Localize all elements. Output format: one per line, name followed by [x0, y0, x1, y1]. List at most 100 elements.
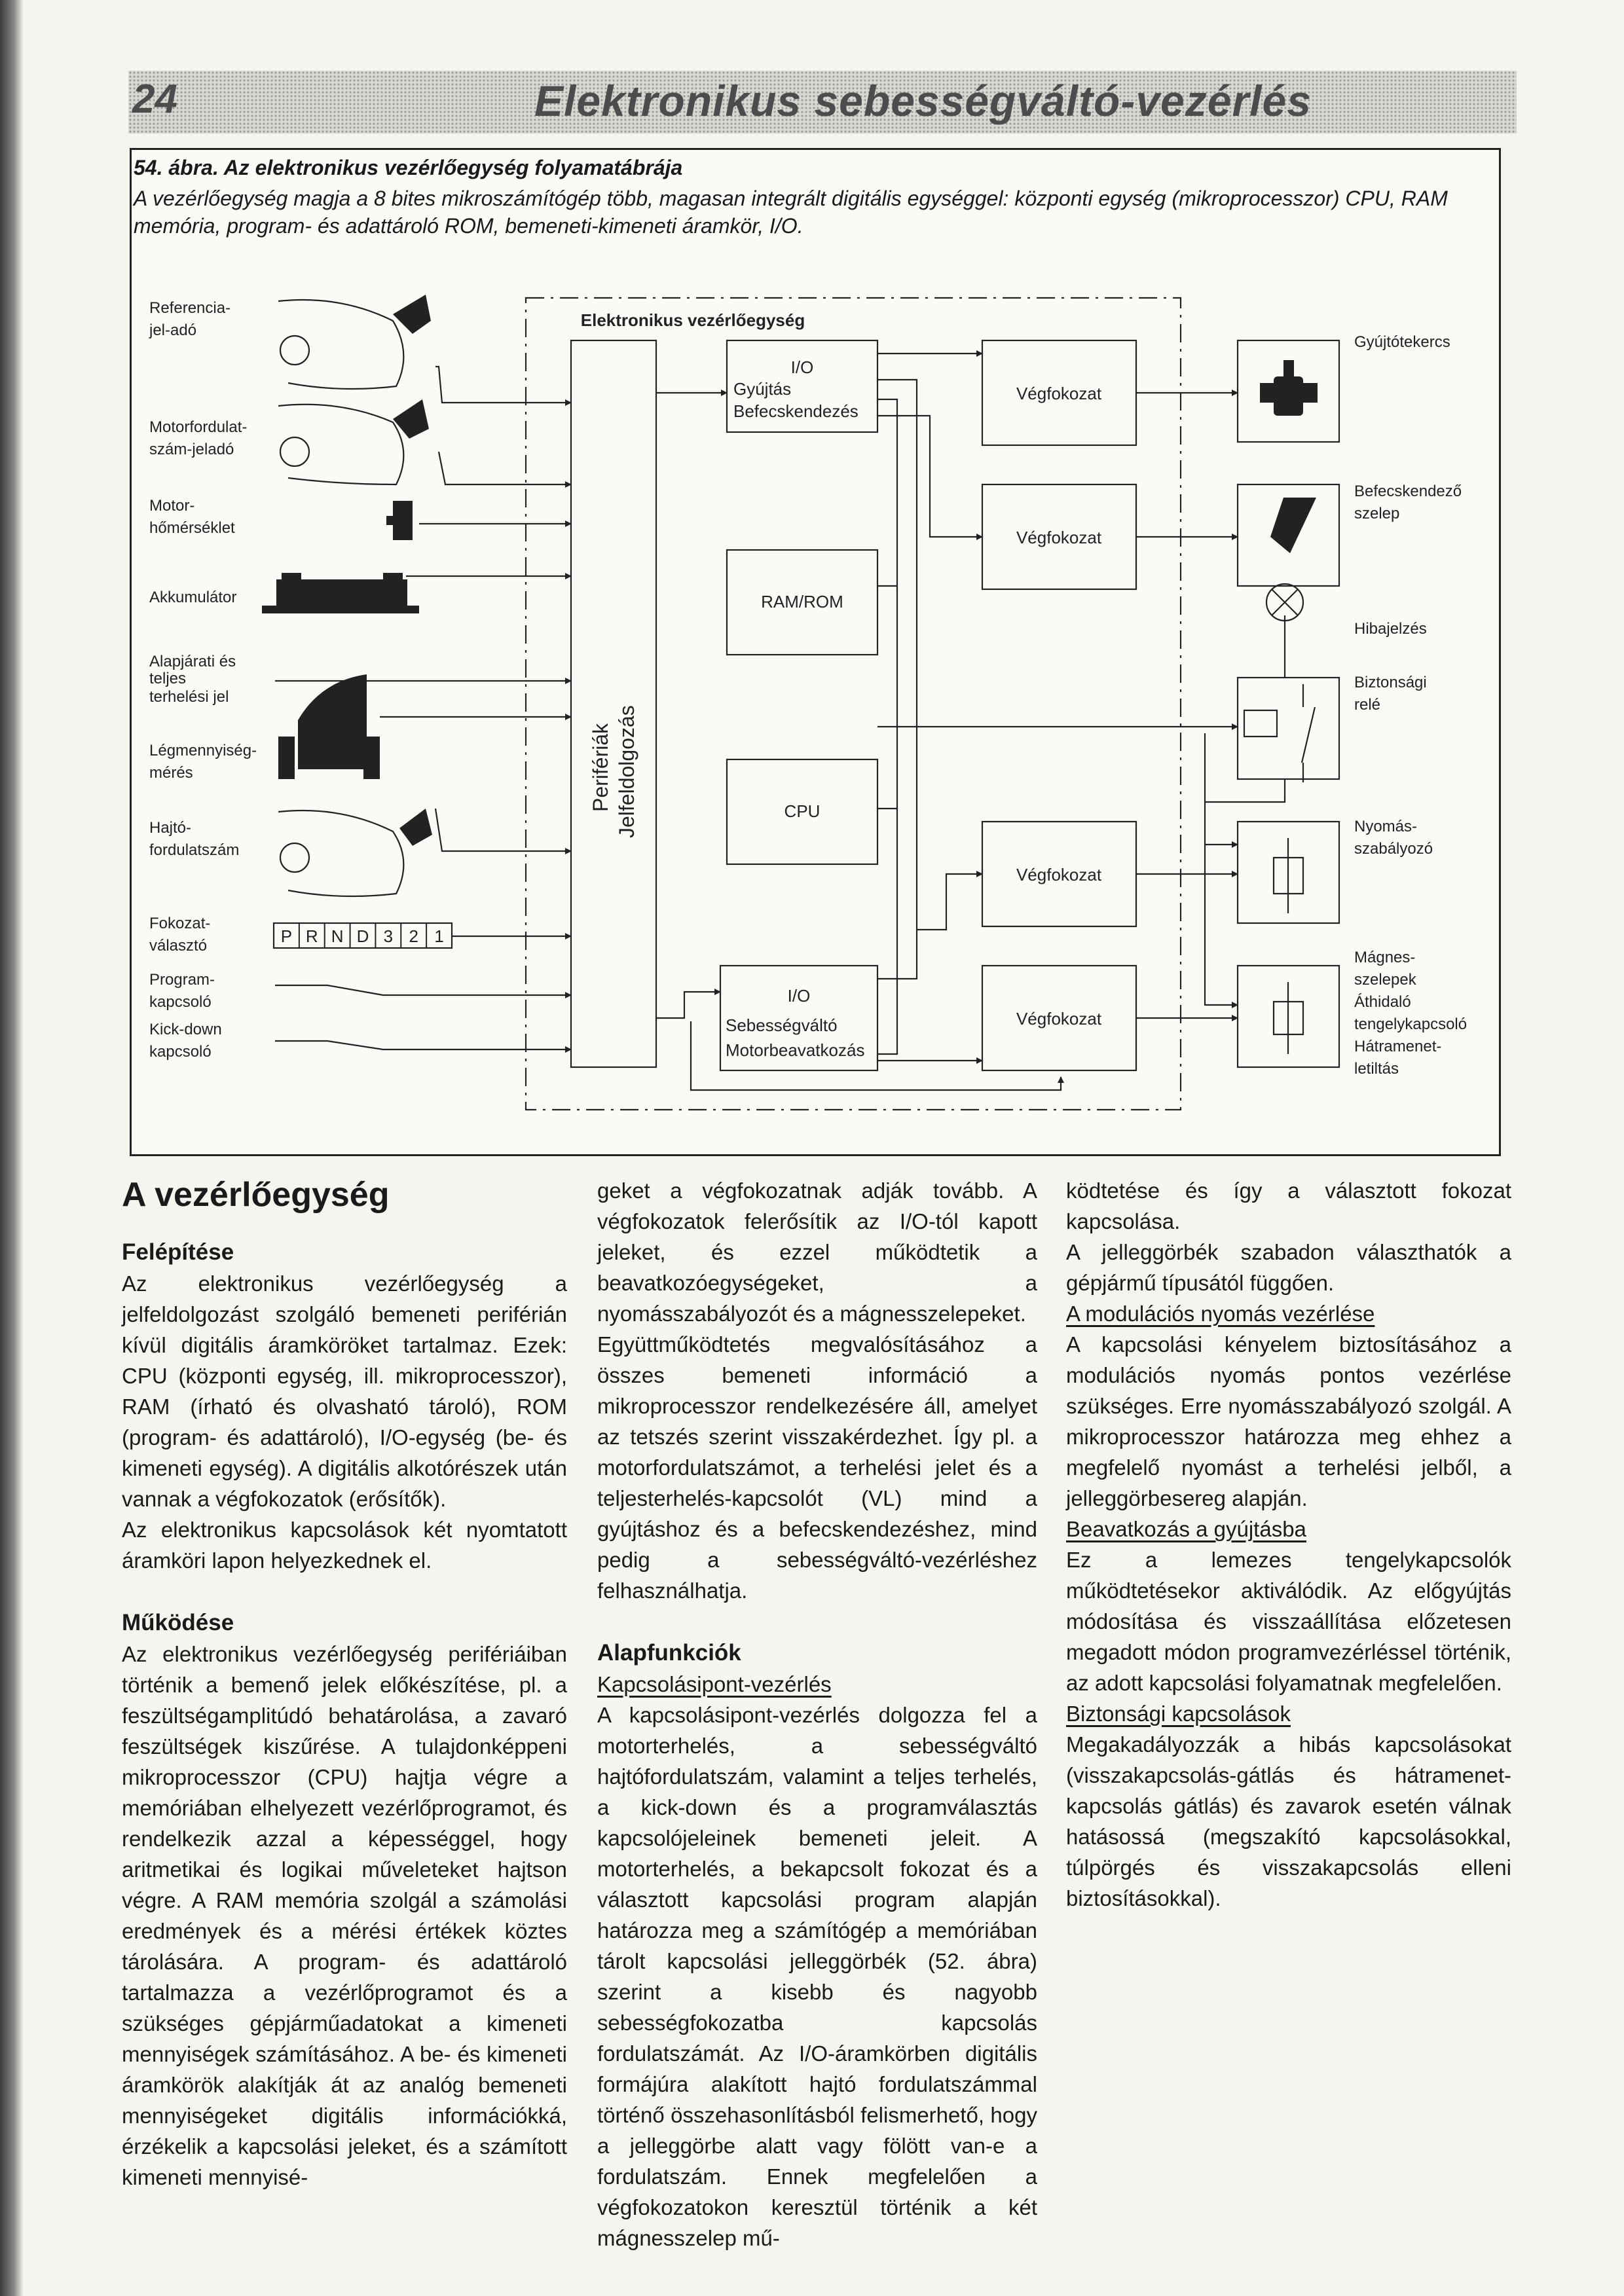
input-sel-2: választó [149, 937, 207, 955]
ecu-title: Elektronikus vezérlőegység [581, 310, 805, 330]
page-edge-shadow [0, 0, 24, 2296]
output-mag-2: szelepek [1354, 971, 1417, 989]
input-temp-1: Motor- [149, 497, 194, 515]
paragraph: Együttműködtetés megvalósításához a össz… [597, 1332, 1037, 1603]
paragraph: geket a végfokozatnak adják tovább. A vé… [597, 1178, 1037, 1326]
gear-position-N: N [331, 926, 344, 946]
output-relay-1: Biztonsági [1354, 674, 1427, 691]
peripheral-block [570, 339, 657, 1068]
io-top-block [726, 339, 879, 433]
stage-label-3: Végfokozat [1016, 865, 1102, 884]
subsection-title: Biztonsági kapcsolások [1066, 1702, 1291, 1726]
cpu-label: CPU [784, 801, 821, 821]
running-title: Elektronikus sebességváltó-vezérlés [534, 77, 1312, 125]
input-idle-1: Alapjárati és [149, 653, 236, 670]
input-kick-2: kapcsoló [149, 1043, 212, 1061]
section-heading: A vezérlőegység [122, 1176, 390, 1214]
output-mag-4: tengelykapcsoló [1354, 1015, 1467, 1033]
relay-box [1236, 676, 1340, 780]
subsection-title: A modulációs nyomás vezérlése [1066, 1302, 1375, 1326]
input-gear-2: fordulatszám [149, 841, 239, 859]
input-air-2: mérés [149, 764, 193, 782]
output-mag-5: Hátramenet- [1354, 1038, 1441, 1055]
gear-selector-strip [272, 922, 453, 949]
running-header: 24 Elektronikus sebességváltó-vezérlés [128, 71, 1517, 134]
paragraph: Az elektronikus vezérlőegység perifériái… [122, 1642, 567, 2189]
io-top-label-1: I/O [791, 357, 814, 377]
output-fault: Hibajelzés [1354, 620, 1427, 638]
ignition-coil-glyph [1274, 376, 1303, 416]
ecu-block-diagram: Elektronikus vezérlőegység I/O Gyújtás B… [149, 291, 1467, 1111]
ramrom-label: RAM/ROM [761, 592, 843, 611]
output-mag-6: letiltás [1354, 1060, 1399, 1078]
signal-processing-label: Jelfeldolgozás [615, 705, 638, 838]
gear-position-3: 3 [384, 926, 393, 946]
paragraph: ködtetése és így a választott fokozat ka… [1066, 1178, 1511, 1233]
paragraph: A kapcsolásipont-vezérlés dolgozza fel a… [597, 1703, 1037, 2250]
temp-sensor [393, 501, 413, 540]
figure-frame [130, 148, 1501, 1156]
subheading-alapfunkciok: Alapfunkciók [597, 1640, 741, 1666]
battery-body [276, 579, 407, 606]
input-idle-3: terhelési jel [149, 688, 229, 706]
input-prog-1: Program- [149, 971, 215, 989]
io-bottom-label-3: Motorbeavatkozás [726, 1040, 864, 1060]
io-bottom-block [719, 964, 879, 1072]
page-number: 24 [132, 77, 177, 122]
output-injector-2: szelep [1354, 505, 1399, 522]
figure-title: 54. ábra. Az elektronikus vezérlőegység … [134, 156, 683, 179]
output-mag-3: Áthidaló [1354, 993, 1411, 1011]
input-battery: Akkumulátor [149, 589, 236, 606]
stage-label-2: Végfokozat [1016, 528, 1102, 547]
input-prog-2: kapcsoló [149, 993, 212, 1011]
stage-label-1: Végfokozat [1016, 384, 1102, 403]
io-top-label-3: Befecskendezés [733, 401, 858, 421]
stage-label-4: Végfokozat [1016, 1009, 1102, 1029]
input-mot-2: szám-jeladó [149, 441, 234, 458]
gear-position-2: 2 [409, 926, 418, 946]
ramrom-block [726, 549, 879, 656]
subheading-felepites: Felépítése [122, 1239, 234, 1265]
input-ref-2: jel-adó [149, 321, 196, 339]
io-top-label-2: Gyújtás [733, 379, 791, 399]
subheading-mukodese: Működése [122, 1610, 234, 1635]
input-air-1: Légmennyiség- [149, 742, 257, 759]
subsection-title: Beavatkozás a gyújtásba [1066, 1517, 1306, 1541]
output-injector-1: Befecskendező [1354, 483, 1462, 500]
injector-glyph [1270, 498, 1316, 553]
input-idle-2: teljes [149, 670, 186, 687]
output-relay-2: relé [1354, 696, 1380, 714]
paragraph: Megakadályozzák a hibás kapcsolásokat (v… [1066, 1732, 1511, 1910]
output-ignition: Gyújtótekercs [1354, 333, 1450, 351]
peripheral-label: Perifériák [589, 723, 612, 812]
input-kick-1: Kick-down [149, 1021, 222, 1038]
paragraph: Az elektronikus vezérlőegység a jelfeldo… [122, 1271, 567, 1511]
input-mot-1: Motorfordulat- [149, 418, 247, 436]
text-column-1: A vezérlőegység Felépítése Az elektronik… [122, 1175, 567, 2193]
output-pressure-1: Nyomás- [1354, 818, 1417, 835]
airflow-meter [298, 674, 367, 769]
input-gear-1: Hajtó- [149, 819, 191, 837]
gear-position-P: P [281, 926, 292, 946]
output-pressure-2: szabályozó [1354, 840, 1433, 858]
paragraph: A kapcsolási kényelem biztosításához a m… [1066, 1332, 1511, 1510]
text-column-2: geket a végfokozatnak adják tovább. A vé… [597, 1175, 1037, 2253]
paragraph: Ez a lemezes tengelykapcsolók működtetés… [1066, 1548, 1511, 1695]
paragraph: Az elektronikus kapcsolások két nyomtato… [122, 1518, 567, 1573]
input-sel-1: Fokozat- [149, 915, 210, 932]
gear-position-1: 1 [434, 926, 443, 946]
subsection-title: Kapcsolásipont-vezérlés [597, 1672, 832, 1696]
input-ref-1: Referencia- [149, 299, 231, 317]
gear-position-R: R [306, 926, 318, 946]
gear-position-D: D [357, 926, 369, 946]
output-mag-1: Mágnes- [1354, 949, 1415, 966]
figure-caption: A vezérlőegység magja a 8 bites mikroszá… [134, 187, 1448, 238]
text-column-3: ködtetése és így a választott fokozat ka… [1066, 1175, 1511, 1914]
ecu-boundary [525, 297, 1182, 1111]
io-bottom-label-1: I/O [788, 986, 811, 1006]
io-bottom-label-2: Sebességváltó [726, 1015, 838, 1035]
paragraph: A jelleggörbék szabadon választhatók a g… [1066, 1240, 1511, 1295]
cpu-block [726, 758, 879, 866]
input-temp-2: hőmérséklet [149, 519, 235, 537]
